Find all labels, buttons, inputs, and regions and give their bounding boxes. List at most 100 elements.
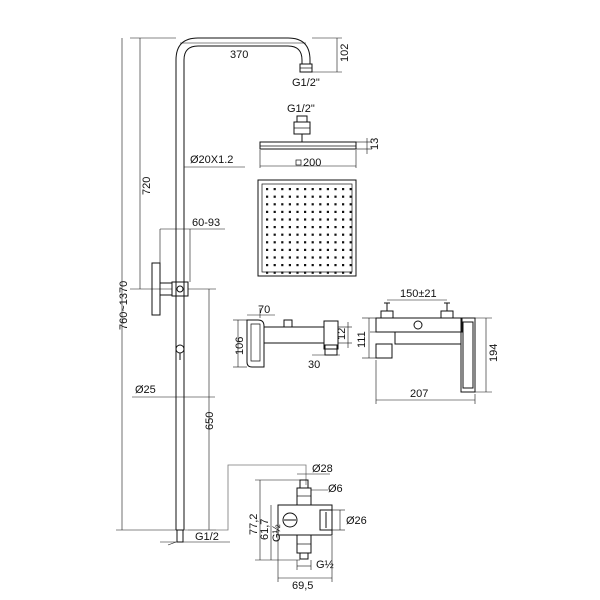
pipe-spec-label: Ø20X1.2 xyxy=(190,154,233,166)
nozzle xyxy=(288,188,291,191)
dim-label-200: 200 xyxy=(303,157,321,169)
nozzle xyxy=(349,233,352,236)
nozzle xyxy=(296,195,299,198)
nozzle xyxy=(326,195,329,198)
nozzle xyxy=(319,218,322,221)
dimension-head-thickness: 13 xyxy=(356,138,381,154)
dimension-head-size: 200 xyxy=(259,150,357,169)
nozzle xyxy=(349,195,352,198)
nozzle xyxy=(304,210,307,213)
nozzle xyxy=(349,271,352,274)
nozzle xyxy=(288,256,291,259)
nozzle xyxy=(326,264,329,267)
shower-column xyxy=(151,37,313,543)
nozzle xyxy=(326,203,329,206)
dim-label-12: 12 xyxy=(336,328,348,340)
nozzle xyxy=(334,233,337,236)
nozzle xyxy=(319,226,322,229)
nozzle xyxy=(296,271,299,274)
nozzle xyxy=(342,241,345,244)
dimension-mixer-top: 70 xyxy=(247,304,275,318)
nozzle xyxy=(334,264,337,267)
nozzle xyxy=(319,256,322,259)
nozzle xyxy=(266,256,269,259)
nozzle xyxy=(296,218,299,221)
nozzle xyxy=(281,241,284,244)
slider-range-label: 60-93 xyxy=(192,217,220,229)
lower-diameter-callout: Ø25 xyxy=(132,384,215,398)
nozzle xyxy=(304,256,307,259)
nozzle xyxy=(281,256,284,259)
nozzle xyxy=(349,264,352,267)
nozzle xyxy=(266,188,269,191)
nozzle xyxy=(326,256,329,259)
nozzle xyxy=(349,256,352,259)
nozzle xyxy=(326,210,329,213)
nozzle xyxy=(273,210,276,213)
nozzle xyxy=(311,248,314,251)
nozzle xyxy=(273,271,276,274)
nozzle xyxy=(266,241,269,244)
nozzle xyxy=(342,203,345,206)
nozzle xyxy=(281,226,284,229)
dim-label-370: 370 xyxy=(230,49,248,61)
nozzle xyxy=(296,203,299,206)
nozzle xyxy=(296,264,299,267)
nozzle xyxy=(288,218,291,221)
nozzle xyxy=(296,248,299,251)
nozzle xyxy=(311,271,314,274)
nozzle xyxy=(281,203,284,206)
nozzle xyxy=(296,233,299,236)
nozzle xyxy=(281,210,284,213)
nozzle xyxy=(311,195,314,198)
dim-label-207: 207 xyxy=(410,388,428,400)
mixer-front-view xyxy=(370,302,476,393)
dim-label-650: 650 xyxy=(204,412,216,430)
nozzle xyxy=(319,195,322,198)
nozzle xyxy=(266,248,269,251)
nozzle xyxy=(349,188,352,191)
nozzle xyxy=(326,226,329,229)
nozzle xyxy=(266,218,269,221)
nozzle xyxy=(304,203,307,206)
nozzle xyxy=(326,188,329,191)
nozzle xyxy=(288,203,291,206)
dimension-valve-height-a: 111 xyxy=(356,317,376,359)
nozzle xyxy=(288,241,291,244)
nozzle xyxy=(273,188,276,191)
nozzle xyxy=(266,271,269,274)
elbow-label-6: Ø6 xyxy=(328,483,343,495)
nozzle xyxy=(281,271,284,274)
nozzle xyxy=(319,188,322,191)
nozzle xyxy=(334,271,337,274)
nozzle xyxy=(319,248,322,251)
nozzle xyxy=(349,241,352,244)
nozzle xyxy=(273,264,276,267)
dimension-valve-height-b: 194 xyxy=(475,317,500,393)
nozzle xyxy=(266,226,269,229)
nozzle xyxy=(326,248,329,251)
nozzle xyxy=(334,256,337,259)
nozzle xyxy=(342,248,345,251)
elbow-connector xyxy=(184,464,333,560)
dimension-total-height: 760~1370 xyxy=(116,38,176,531)
nozzle xyxy=(319,210,322,213)
nozzle xyxy=(288,264,291,267)
elbow-label-69: 69,5 xyxy=(292,580,313,592)
nozzle xyxy=(304,264,307,267)
nozzle xyxy=(349,226,352,229)
elbow-label-g12-side: G½ xyxy=(271,524,283,542)
bottom-thread-callout: G1/2 xyxy=(160,531,230,546)
nozzle xyxy=(349,203,352,206)
nozzle xyxy=(311,218,314,221)
dimension-mixer-height: 106 xyxy=(233,319,247,368)
pipe-spec-callout: Ø20X1.2 xyxy=(184,154,245,168)
dimension-upper-height: 720 xyxy=(130,37,176,290)
nozzle xyxy=(281,264,284,267)
nozzle xyxy=(342,256,345,259)
nozzle xyxy=(334,203,337,206)
nozzle xyxy=(266,203,269,206)
nozzle xyxy=(334,188,337,191)
nozzle xyxy=(296,188,299,191)
